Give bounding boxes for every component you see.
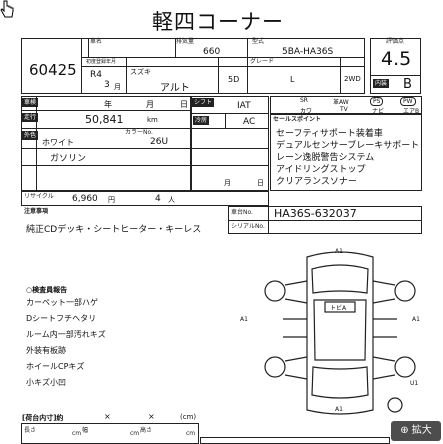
equip-navi: ナビ bbox=[372, 108, 385, 115]
damage-mark-rear: A1 bbox=[335, 406, 343, 413]
sales-point-2: デュアルセンサーブレーキサポート bbox=[276, 141, 420, 151]
notes-equipment: 純正CDデッキ・シートヒーター・キーレス bbox=[26, 225, 202, 235]
equipment-box bbox=[270, 96, 422, 114]
equip-sr: SR bbox=[300, 97, 308, 104]
history-day-label: 日 bbox=[257, 179, 264, 187]
evaluation-box bbox=[370, 38, 421, 94]
model-value: 5BA-HA36S bbox=[282, 47, 334, 57]
recycle-fee: 6,960 bbox=[72, 194, 98, 204]
inspection-year-label: 年 bbox=[104, 100, 112, 109]
color-label: 外色 bbox=[22, 131, 39, 140]
mileage-label: 走行 bbox=[22, 113, 39, 122]
model-label: 型式 bbox=[252, 38, 265, 45]
color-code-label: カラーNo. bbox=[125, 129, 153, 136]
color-code-value: 26U bbox=[150, 137, 169, 147]
lot-number: 60425 bbox=[29, 61, 77, 79]
mileage-unit: km bbox=[147, 116, 158, 124]
cargo-dims-box bbox=[21, 423, 199, 444]
maker-value: スズキ bbox=[130, 68, 151, 76]
drive-value: 2WD bbox=[344, 75, 361, 83]
sales-point-1: セーフティサポート装着車 bbox=[276, 129, 383, 139]
zoom-label: 拡大 bbox=[411, 425, 432, 436]
mileage-value: 50,841 bbox=[85, 113, 124, 126]
cargo-x2: × bbox=[148, 412, 155, 421]
height-unit: cm bbox=[186, 430, 196, 437]
grade-value: L bbox=[290, 75, 295, 84]
sales-point-3: レーン逸脱警告システム bbox=[276, 153, 375, 163]
first-reg-year: R4 bbox=[90, 70, 102, 80]
mid-spec-grid bbox=[191, 96, 269, 191]
eval-label: 評価点 bbox=[386, 38, 405, 45]
cargo-x1: × bbox=[104, 412, 111, 421]
cargo-label: [荷台内寸]約 bbox=[22, 414, 64, 422]
color-value: ホワイト bbox=[42, 138, 74, 147]
serial-label: シリアルNo. bbox=[231, 223, 265, 230]
inspector-item-1: カーペット一部ハゲ bbox=[26, 298, 98, 307]
equip-pw: PW bbox=[400, 97, 416, 106]
cargo-unit: (cm) bbox=[180, 413, 197, 421]
shift-value: IAT bbox=[237, 101, 251, 111]
length-label: 長さ bbox=[24, 427, 37, 434]
fuel-value: ガソリン bbox=[50, 154, 87, 164]
vehicle-name-value: アルト bbox=[160, 83, 190, 94]
inspector-item-5: ホイールCPキズ bbox=[26, 362, 85, 371]
ac-label: 冷房 bbox=[193, 116, 210, 125]
first-reg-label: 初度登録年月 bbox=[86, 59, 117, 65]
inspector-item-6: 小キズ小凹 bbox=[26, 378, 66, 387]
magnifier-icon: ⊕ bbox=[400, 425, 409, 436]
height-label: 高さ bbox=[140, 427, 153, 434]
bottom-right-box bbox=[200, 437, 390, 444]
seats-value: 4 bbox=[155, 194, 161, 204]
equip-ps: PS bbox=[370, 97, 384, 106]
inspector-item-4: 外装有板跡 bbox=[26, 346, 66, 355]
cursor-hand-icon bbox=[0, 0, 14, 18]
damage-mark-left: A1 bbox=[240, 316, 248, 323]
sales-point-4: アイドリングストップ bbox=[276, 165, 366, 175]
diagram-tag: トビA bbox=[330, 305, 347, 312]
notes-label: 注意事項 bbox=[24, 208, 49, 215]
inspection-month-label: 月 bbox=[146, 100, 154, 109]
grade-label: グレード bbox=[250, 58, 275, 65]
spec-grid bbox=[21, 96, 191, 191]
car-damage-diagram bbox=[264, 251, 416, 415]
first-reg-month-unit: 月 bbox=[114, 83, 121, 91]
inspector-label: ○検査員報告 bbox=[26, 286, 68, 294]
vehicle-name-label: 車名 bbox=[90, 38, 103, 45]
shift-label: シフト bbox=[192, 98, 215, 107]
equip-kawa: カワ bbox=[300, 108, 313, 115]
first-reg-month: 3 bbox=[104, 80, 110, 90]
damage-mark-front: A1 bbox=[335, 248, 343, 255]
recycle-row bbox=[21, 191, 269, 206]
damage-mark-wheel: U1 bbox=[410, 380, 419, 387]
eval-score: 4.5 bbox=[381, 48, 412, 70]
inspector-item-3: ルーム内一部汚れキズ bbox=[26, 330, 106, 339]
recycle-label: リサイクル bbox=[24, 193, 54, 200]
sales-point-5: クリアランスソナー bbox=[276, 177, 357, 187]
ac-value: AC bbox=[243, 117, 256, 127]
inspection-label: 車検 bbox=[22, 98, 39, 107]
inspector-item-2: Dシートフチヘタリ bbox=[26, 314, 97, 323]
history-month-label: 月 bbox=[224, 179, 231, 187]
sales-points-label: セールスポイント bbox=[273, 116, 322, 123]
doors-value: 5D bbox=[228, 75, 240, 84]
displacement-value: 660 bbox=[203, 47, 221, 57]
page-title: 軽四コーナー bbox=[152, 10, 284, 34]
width-unit: cm bbox=[130, 430, 140, 437]
seats-unit: 人 bbox=[168, 196, 175, 204]
width-label: 幅 bbox=[82, 427, 89, 434]
equip-tv: TV bbox=[340, 106, 348, 113]
sales-points-box bbox=[270, 114, 422, 191]
equip-aw: 革AW bbox=[333, 99, 349, 106]
zoom-button[interactable]: ⊕ 拡大 bbox=[391, 421, 441, 441]
damage-mark-right: A1 bbox=[412, 316, 420, 323]
displacement-label: 排気量 bbox=[176, 38, 195, 45]
chassis-number: HA36S-632037 bbox=[274, 207, 357, 220]
recycle-unit: 円 bbox=[108, 196, 115, 204]
interior-label: 内装 bbox=[373, 79, 390, 88]
equip-airbag: エアB bbox=[403, 108, 420, 115]
chassis-label: 車台No. bbox=[231, 209, 253, 216]
inspection-day-label: 日 bbox=[180, 100, 188, 109]
length-unit: cm bbox=[72, 430, 82, 437]
interior-grade: B bbox=[403, 77, 412, 92]
